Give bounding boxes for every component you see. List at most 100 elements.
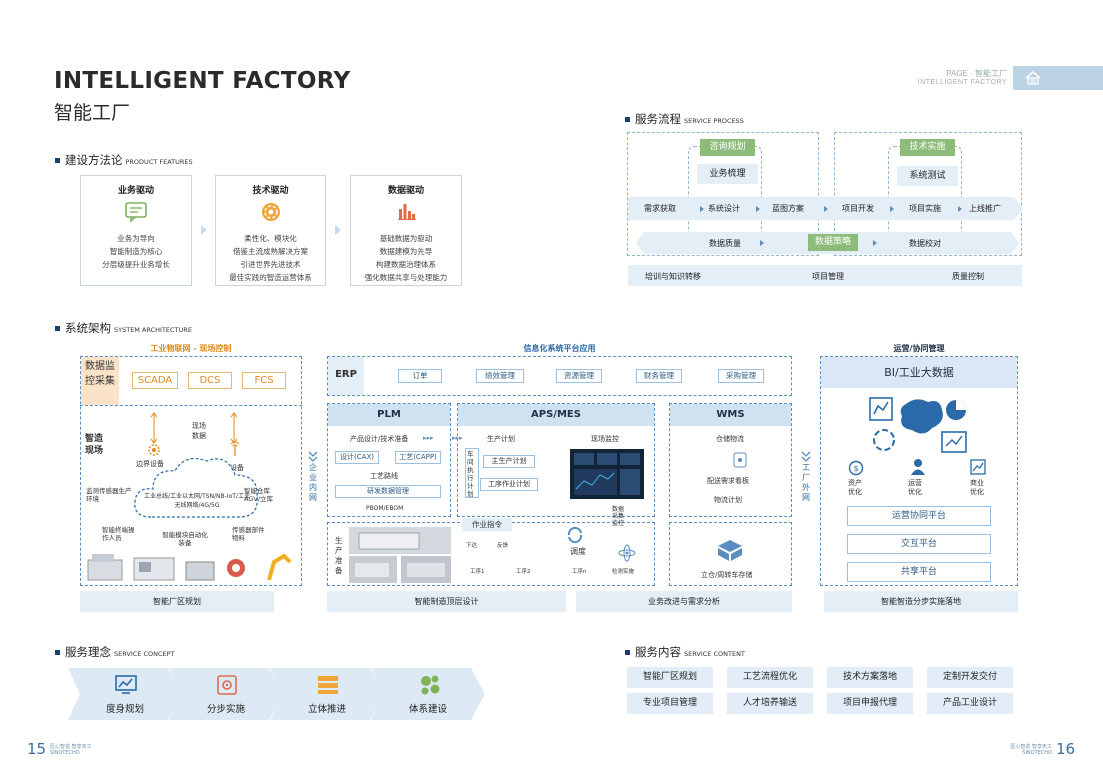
page-title-en: INTELLIGENT FACTORY xyxy=(54,68,351,94)
prod-prep: 生产准备 xyxy=(335,536,343,575)
concept-item: 分步实施 xyxy=(169,668,283,720)
feature-arrow xyxy=(201,225,207,235)
page-tag: PAGE · 智能工厂 INTELLIGENT FACTORY xyxy=(905,66,1103,90)
atom-icon xyxy=(618,544,636,562)
edge-device: 边界设备 xyxy=(136,460,164,468)
page-tag-en: INTELLIGENT FACTORY xyxy=(917,79,1007,86)
erp-box xyxy=(327,356,792,396)
process-flow: 需求获取 系统设计 蓝图方案 项目开发 项目实施 上线推广 xyxy=(628,197,1024,220)
terminal: 智能终端操作人员 xyxy=(102,526,135,542)
erp-label: ERP xyxy=(328,357,364,395)
process-bottom-item: 培训与知识转移 xyxy=(645,272,701,281)
consult-label: 咨询规划 xyxy=(700,139,755,156)
process-loop-left xyxy=(688,146,762,246)
wh-logistics: 仓储物流 xyxy=(716,435,744,443)
edge-device-icon xyxy=(148,444,160,456)
site-monitor: 现场监控 xyxy=(591,435,619,443)
process-bottom-bar xyxy=(628,265,1022,286)
sensor-right: 传感器部件物料 xyxy=(232,526,265,542)
feature-card-business: 业务驱动 业务为导向智能制造为核心分层级提升业务增长 xyxy=(80,175,192,286)
content-item: 智能厂区规划 xyxy=(627,667,713,688)
route: 工艺路线 xyxy=(370,472,398,480)
device-images xyxy=(87,553,292,581)
proc1: 工序1 xyxy=(470,569,485,575)
content-item: 技术方案落地 xyxy=(827,667,913,688)
erp-item: 资源管理 xyxy=(556,369,602,383)
ops-head: 运营/协同管理 xyxy=(893,344,945,353)
dcs-tag: DCS xyxy=(188,372,232,389)
flow-step: 蓝图方案 xyxy=(772,204,804,213)
bi-label: BI/工业大数据 xyxy=(821,357,1017,388)
concept-item: 立体推进 xyxy=(270,668,384,720)
flow-step: 系统设计 xyxy=(708,204,740,213)
work-order: 作业指令 xyxy=(462,518,512,531)
flow-step: 项目开发 xyxy=(842,204,874,213)
gear-icon xyxy=(262,203,280,221)
plm-design: 产品设计/技术准备 xyxy=(350,435,409,443)
wms-box xyxy=(669,403,792,517)
feature-arrow xyxy=(335,225,341,235)
safe-icon xyxy=(217,675,237,695)
gateway-icon xyxy=(230,441,240,456)
extranet-arrow xyxy=(801,451,811,462)
system-icon xyxy=(421,675,440,695)
data-collect: 数据采集监控 xyxy=(612,506,625,527)
data-strategy-label: 数据策略 xyxy=(808,234,858,251)
prod-plan: 生产计划 xyxy=(487,435,515,443)
site-data: 现场数据 xyxy=(192,422,206,440)
master-plan: 主生产计划 xyxy=(483,455,535,468)
proc2: 工序2 xyxy=(516,569,531,575)
shop-exec: 车间执行计划 xyxy=(467,450,474,498)
page-title-cn: 智能工厂 xyxy=(54,102,131,124)
intranet-arrow xyxy=(308,451,318,462)
flow-step: 项目实施 xyxy=(909,204,941,213)
monitor-chart-icon xyxy=(115,675,137,694)
aps-label: APS/MES xyxy=(458,404,654,426)
dispatch: 调度 xyxy=(570,547,586,556)
sys-test-label: 系统测试 xyxy=(897,166,958,186)
process-dash-left xyxy=(627,132,819,256)
content-item: 定制开发交付 xyxy=(927,667,1013,688)
content-item: 专业项目管理 xyxy=(627,693,713,714)
page-tag-cn: PAGE · 智能工厂 xyxy=(946,69,1007,78)
asset-icon: $ xyxy=(848,460,864,476)
info-head: 信息化系统平台应用 xyxy=(523,344,596,353)
process-loop-right xyxy=(888,146,962,246)
bom: PBOM/EBOM xyxy=(366,505,404,512)
feature-card-title: 数据驱动 xyxy=(387,186,424,196)
process-bottom-item: 项目管理 xyxy=(812,272,844,281)
plm-label: PLM xyxy=(328,404,450,426)
arch-footer-item: 智能制造顶层设计 xyxy=(327,591,566,612)
flow-step: 上线推广 xyxy=(969,204,1001,213)
storage-box xyxy=(669,522,792,586)
intranet: 企业内网 xyxy=(309,463,317,502)
feature-card-title: 业务驱动 xyxy=(117,186,154,196)
inspect: 检测实施 xyxy=(612,569,635,575)
arch-footer-item: 智能智造分步实施落地 xyxy=(824,591,1018,612)
arch-footer-item: 业务改进与需求分析 xyxy=(576,591,792,612)
bigdata-illustration xyxy=(869,397,967,453)
capp-tag: 工艺(CAPP) xyxy=(395,451,441,464)
plm-box xyxy=(327,403,451,517)
aps-box xyxy=(457,403,655,517)
concept-item: 体系建设 xyxy=(371,668,485,720)
content-item: 工艺流程优化 xyxy=(727,667,813,688)
process-dash-right xyxy=(834,132,1022,256)
feature-card-title: 技术驱动 xyxy=(252,186,289,196)
iot-head: 工业物联网 - 现场控制 xyxy=(150,344,232,353)
module: 智能模块自动化装备 xyxy=(162,531,208,547)
feedback: 反馈 xyxy=(497,543,509,549)
extranet: 工厂外网 xyxy=(802,463,810,502)
warehouse: 智能仓库AGV/立库 xyxy=(244,487,274,503)
wms-label: WMS xyxy=(670,404,791,426)
rd-data-tag: 研发数据管理 xyxy=(335,485,441,498)
cloud-text: 工业总线/工业以太网/TSN/NB-IoT/工业无线网络/4G/5G xyxy=(144,493,250,509)
ops-icon xyxy=(911,459,925,475)
content-item: 项目申报代理 xyxy=(827,693,913,714)
erp-item: 采购管理 xyxy=(718,369,764,383)
feature-card-data: 数据驱动 基础数据为驱动数据建模为先导构建数据治理体系强化数据共享与处理能力 xyxy=(350,175,462,286)
biz-icon xyxy=(970,459,986,475)
